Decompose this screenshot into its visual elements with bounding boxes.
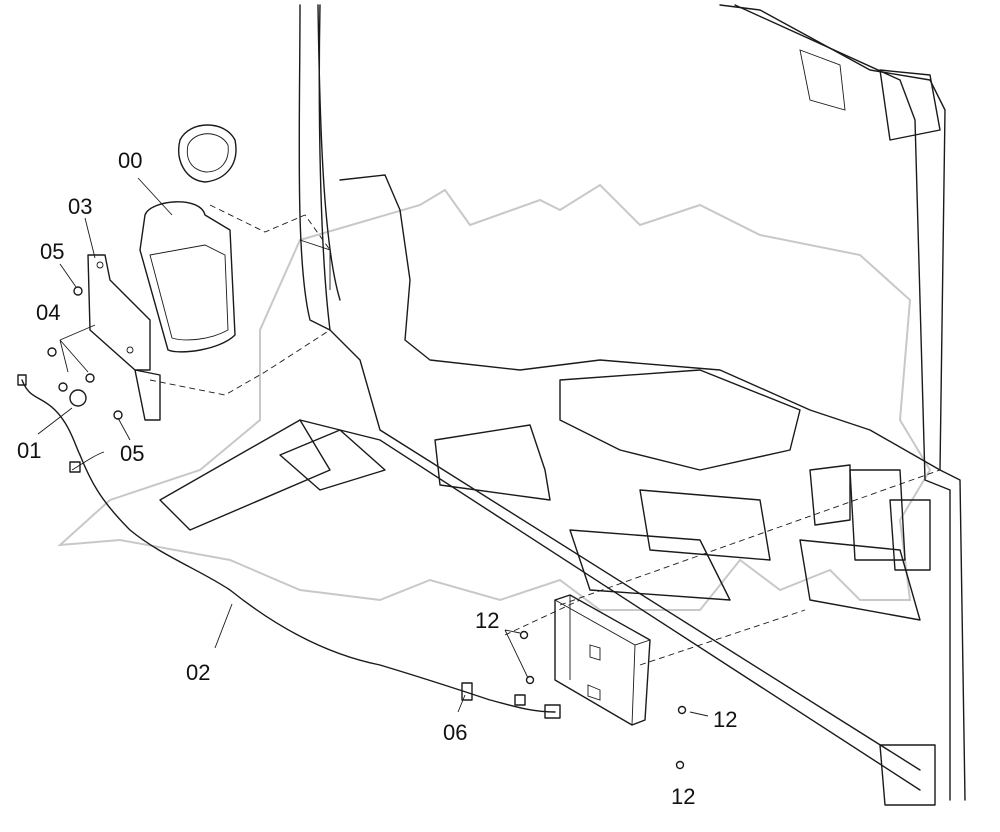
callout-03: 03 <box>68 194 93 219</box>
callout-12-bottom: 12 <box>671 784 696 809</box>
callout-lines <box>37 177 709 717</box>
mirror-part-00 <box>139 124 237 353</box>
leader-lines <box>149 204 941 666</box>
callout-05-top: 05 <box>40 239 65 264</box>
callout-02: 02 <box>186 660 211 685</box>
callout-00: 00 <box>118 148 143 173</box>
bracket-part-03 <box>87 254 161 421</box>
control-box <box>554 594 651 726</box>
callout-01: 01 <box>17 438 42 463</box>
callout-06: 06 <box>443 720 468 745</box>
callout-12-left: 12 <box>475 608 500 633</box>
callout-04: 04 <box>36 300 61 325</box>
callout-12-right: 12 <box>713 707 738 732</box>
cab-frame <box>159 4 966 806</box>
watermark-logo <box>57 183 932 611</box>
callout-05-bottom: 05 <box>120 441 145 466</box>
fasteners <box>47 286 687 770</box>
cable-part-02 <box>17 374 561 719</box>
